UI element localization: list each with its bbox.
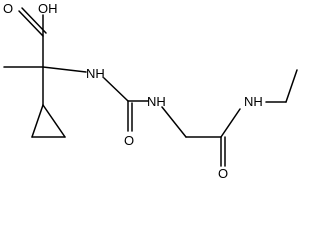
- hydroxyl-label: OH: [38, 1, 58, 16]
- alpha-nh-label: NH: [86, 66, 105, 81]
- amide-carbonyl-oxygen-label: O: [218, 166, 228, 181]
- bond-ethyl-ch3: [285, 69, 298, 103]
- bond-cyclopropyl-1: [31, 104, 44, 138]
- bond-nh-ch2: [161, 106, 187, 138]
- bond-amide-c-nh: [220, 108, 241, 138]
- bond-cyclopropyl-3: [42, 104, 66, 138]
- molecule-diagram: OH O NH O NH NH O: [3, 1, 298, 181]
- bond-acid-c-o-double-b: [21, 7, 47, 34]
- acid-carbonyl-oxygen-label: O: [3, 1, 13, 16]
- bond-nh-urea-c: [103, 77, 129, 102]
- bond-acid-c-o-double-a: [18, 10, 44, 37]
- urea-carbonyl-oxygen-label: O: [124, 133, 134, 148]
- ethyl-nh-label: NH: [244, 94, 263, 109]
- bond-quaternary-nh: [42, 66, 87, 73]
- urea-nh-label: NH: [147, 94, 166, 109]
